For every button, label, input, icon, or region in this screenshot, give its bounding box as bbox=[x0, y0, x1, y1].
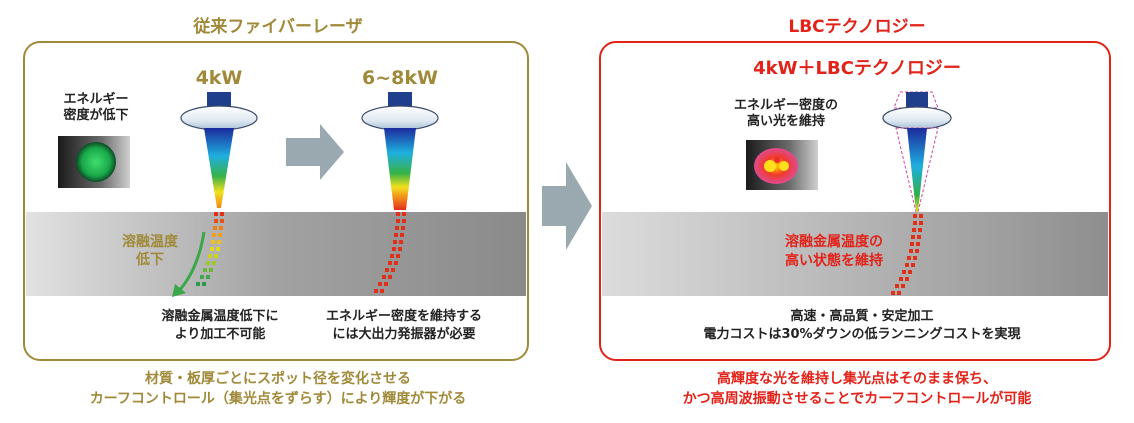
laser-head-6-8kw bbox=[361, 92, 439, 210]
kerf-trail-lbc bbox=[891, 214, 923, 295]
right-caption-line2: 電力コストは30%ダウンの低ランニングコストを実現 bbox=[703, 326, 1020, 342]
right-temp-label-line2: 高い状態を維持 bbox=[785, 252, 883, 269]
power-label-6-8kw: 6~8kW bbox=[362, 67, 438, 89]
laser-head-4kw bbox=[180, 92, 258, 208]
kerf-trail-hot bbox=[374, 212, 406, 293]
chevron-right-arrow-icon bbox=[286, 124, 344, 180]
left-panel-title: 従来ファイバーレーザ bbox=[192, 16, 362, 37]
kerf-trail-cooling bbox=[196, 212, 224, 286]
right-footer-line2: かつ高周波振動させることでカーフコントロールが可能 bbox=[683, 390, 1032, 407]
left-energy-label-line2: 密度が低下 bbox=[62, 107, 128, 123]
left-footer-line1: 材質・板厚ごとにスポット径を変化させる bbox=[145, 370, 411, 387]
laser-head-lbc bbox=[882, 91, 952, 213]
left-energy-label-line1: エネルギー bbox=[63, 91, 128, 107]
right-caption-line1: 高速・高品質・安定加工 bbox=[790, 308, 933, 324]
right-panel-title: LBCテクノロジー bbox=[788, 17, 925, 37]
left-temp-label-line1: 溶融温度 bbox=[122, 233, 179, 250]
right-energy-label-line1: エネルギー密度の bbox=[734, 97, 838, 113]
low-density-spot-image bbox=[58, 136, 130, 188]
left-caption-a-line2: より加工不可能 bbox=[175, 326, 266, 342]
power-label-4kw: 4kW bbox=[196, 67, 243, 89]
left-metal-plate bbox=[26, 212, 526, 296]
left-caption-b-line2: には大出力発振器が必要 bbox=[332, 326, 475, 342]
right-footer-line1: 高輝度な光を維持し集光点はそのまま保ち、 bbox=[717, 370, 997, 387]
right-panel-subtitle: 4kW＋LBCテクノロジー bbox=[753, 58, 961, 79]
left-caption-b-line1: エネルギー密度を維持する bbox=[326, 308, 482, 324]
left-footer-line2: カーフコントロール（集光点をずらす）により輝度が下がる bbox=[90, 390, 467, 407]
left-temp-label-line2: 低下 bbox=[135, 251, 164, 268]
curved-arrow-icon bbox=[176, 231, 206, 294]
right-temp-label-line1: 溶融金属温度の bbox=[785, 233, 883, 250]
left-caption-a-line1: 溶融金属温度低下に bbox=[161, 308, 278, 324]
high-density-spot-image bbox=[746, 140, 818, 190]
right-metal-plate bbox=[602, 212, 1108, 296]
chevron-right-arrow-icon bbox=[542, 162, 592, 250]
right-energy-label-line2: 高い光を維持 bbox=[747, 113, 825, 129]
